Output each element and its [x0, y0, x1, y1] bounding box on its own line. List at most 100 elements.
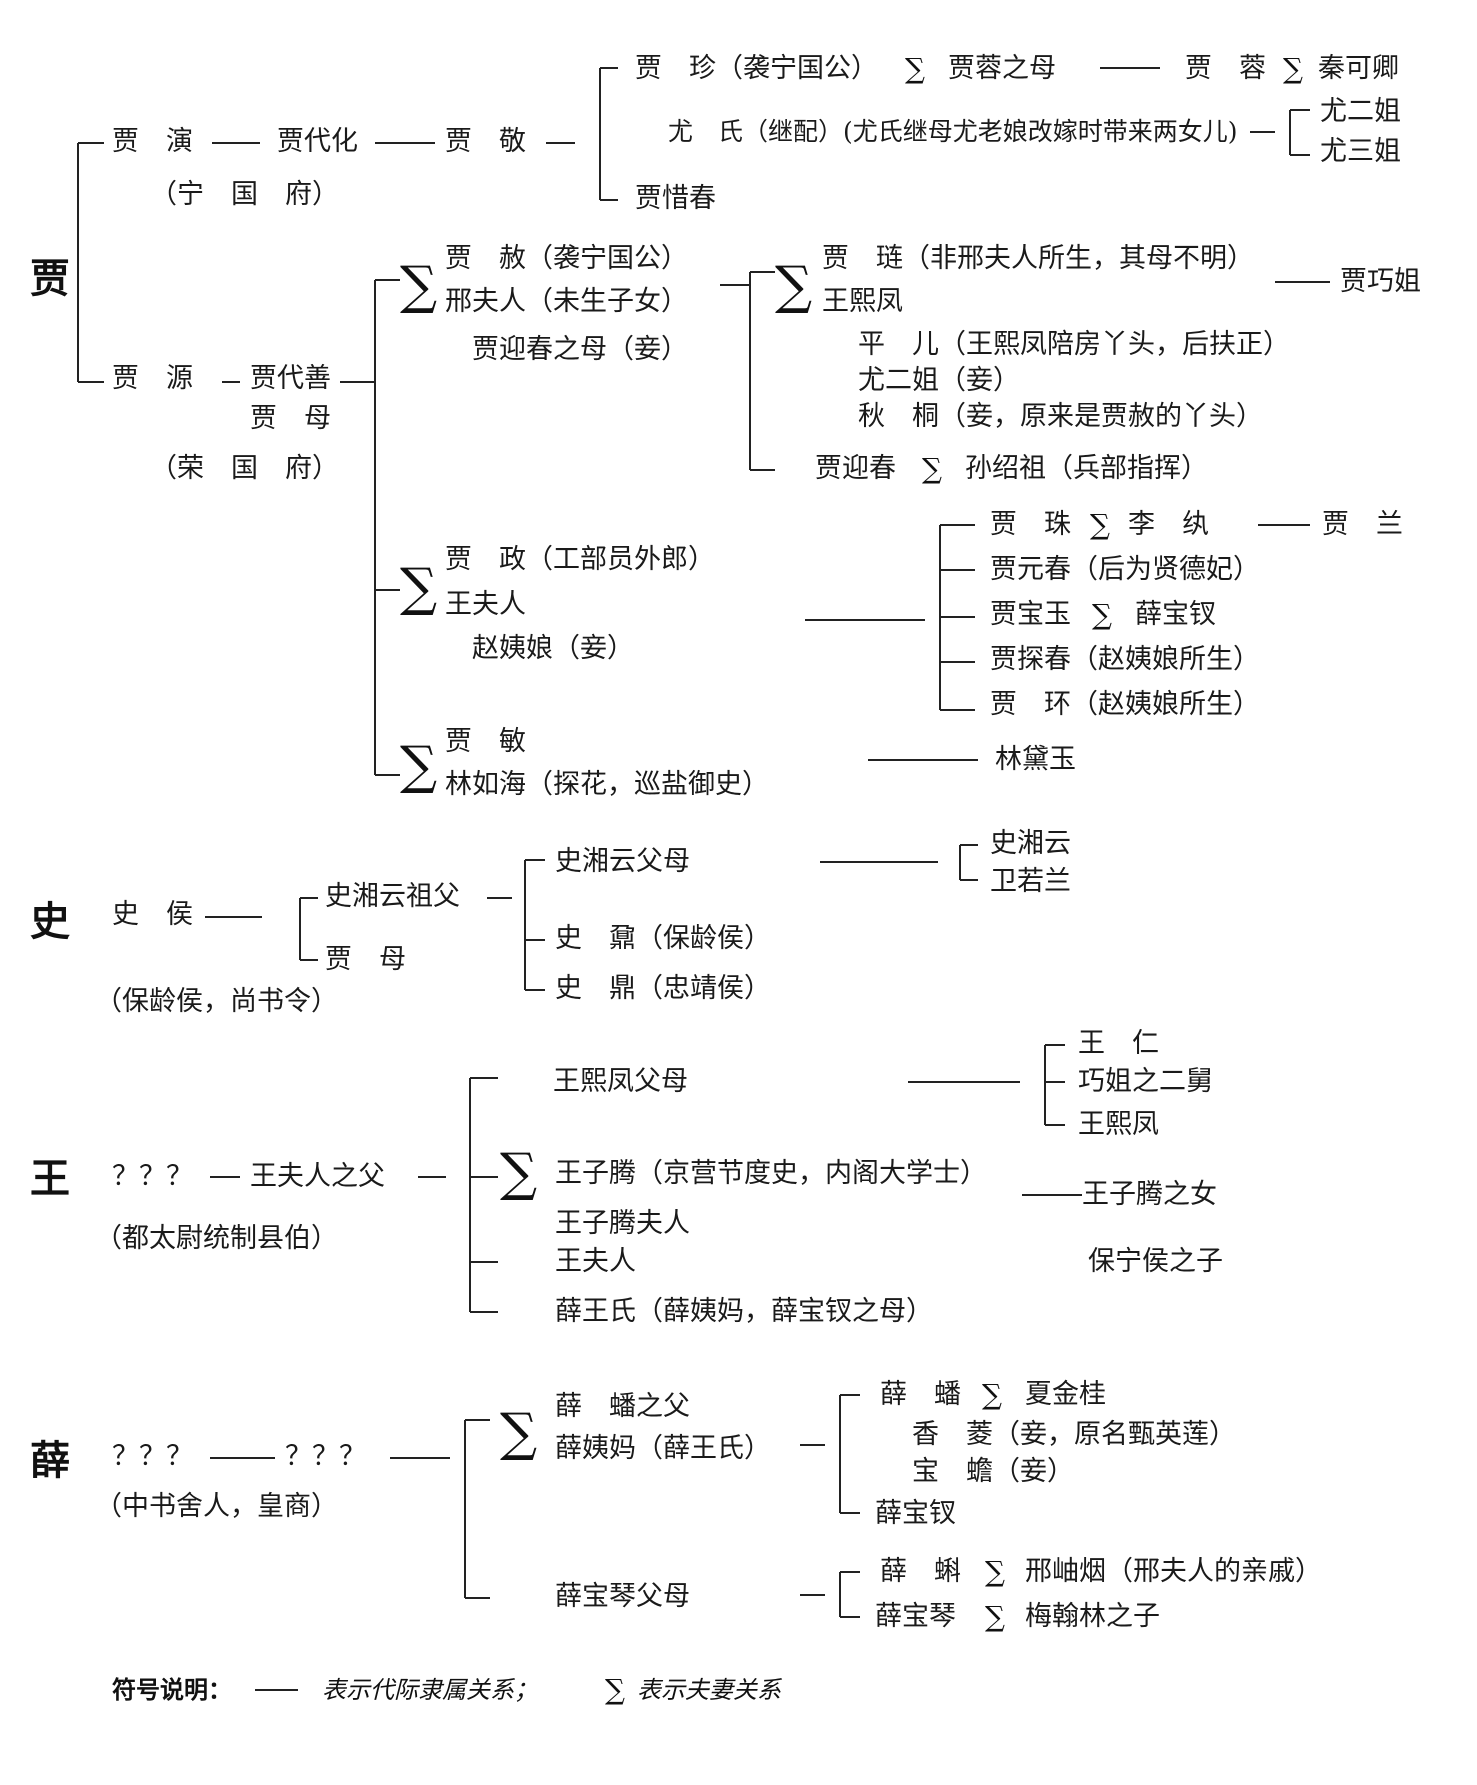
- person-xiangyun-parents: 史湘云父母: [555, 846, 690, 877]
- person-jia-yingchun: 贾迎春: [815, 453, 896, 484]
- person-qin-keqing: 秦可卿: [1318, 53, 1399, 84]
- person-sun-shaozu: 孙绍祖（兵部指挥）: [965, 453, 1208, 484]
- marriage-symbol: ∑: [985, 1555, 1005, 1588]
- person-xue-pan: 薛 蟠: [880, 1379, 961, 1410]
- person-wang-xifeng-w: 王熙凤: [1078, 1109, 1159, 1140]
- family-label-shi: 史: [30, 899, 70, 945]
- wang-title: （都太尉统制县伯）: [95, 1223, 338, 1254]
- person-mei-son: 梅翰林之子: [1025, 1601, 1160, 1632]
- person-jia-baoyu: 贾宝玉: [990, 599, 1071, 630]
- person-xue-baochai-x: 薛宝钗: [875, 1498, 956, 1529]
- person-you-sanjie: 尤三姐: [1320, 136, 1401, 167]
- person-wei-ruolan: 卫若兰: [990, 866, 1071, 897]
- person-qiaojie-uncle: 巧姐之二舅: [1078, 1066, 1213, 1097]
- xue-unknown-ancestor-1: ？？？: [112, 1441, 193, 1472]
- marriage-symbol: ∑: [500, 1403, 538, 1463]
- family-label-xue: 薛: [30, 1438, 70, 1484]
- person-jia-huan: 贾 环（赵姨娘所生）: [990, 689, 1260, 720]
- marriage-symbol: ∑: [922, 452, 942, 485]
- person-jia-tanchun: 贾探春（赵姨娘所生）: [990, 644, 1260, 675]
- marriage-symbol: ∑: [905, 52, 925, 85]
- person-zhao-yiniang: 赵姨娘（妾）: [472, 633, 634, 664]
- legend-sigma-symbol: ∑: [605, 1673, 625, 1706]
- person-you-erjie-qie: 尤二姐（妾）: [858, 365, 1020, 396]
- person-shi-nai: 史 鼐（保龄侯）: [555, 923, 771, 954]
- person-jia-mu: 贾 母: [250, 403, 331, 434]
- person-xue-baochai: 薛宝钗: [1135, 599, 1216, 630]
- person-jia-xichun: 贾惜春: [635, 183, 716, 214]
- person-wang-ziteng: 王子腾（京营节度史，内阁大学士）: [555, 1158, 987, 1189]
- person-you-shi: 尤 氏（继配）(尤氏继母尤老娘改嫁时带来两女儿): [668, 117, 1238, 146]
- person-baoning-son: 保宁侯之子: [1088, 1246, 1223, 1277]
- rongguo-label: （荣 国 府）: [150, 453, 339, 484]
- person-jia-yuan: 贾 源: [112, 363, 193, 394]
- person-jia-zheng: 贾 政（工部员外郎）: [445, 544, 715, 575]
- person-xiang-ling: 香 菱（妾，原名甄英莲）: [912, 1419, 1236, 1450]
- person-jia-zhu: 贾 珠: [990, 509, 1071, 540]
- marriage-symbol: ∑: [400, 558, 438, 618]
- person-wang-ziteng-daughter: 王子腾之女: [1082, 1179, 1217, 1210]
- legend-line-desc: 表示代际隶属关系；: [322, 1676, 538, 1704]
- person-jia-qiaojie: 贾巧姐: [1340, 266, 1421, 297]
- person-qiu-tong: 秋 桐（妾，原来是贾赦的丫头）: [858, 401, 1263, 432]
- person-jia-rong: 贾 蓉: [1185, 53, 1266, 84]
- person-shi-jia-mu: 贾 母: [325, 944, 406, 975]
- person-lin-daiyu: 林黛玉: [995, 744, 1076, 775]
- person-jia-lian: 贾 琏（非邢夫人所生，其母不明）: [822, 243, 1254, 274]
- person-jia-zhen: 贾 珍（袭宁国公）: [635, 53, 878, 84]
- person-jia-yuanchun: 贾元春（后为贤德妃）: [990, 554, 1260, 585]
- marriage-symbol: ∑: [500, 1143, 538, 1203]
- person-jia-she: 贾 赦（袭宁国公）: [445, 243, 688, 274]
- person-lin-ruhai: 林如海（探花，巡盐御史）: [445, 769, 769, 800]
- person-ping-er: 平 儿（王熙凤陪房丫头，后扶正）: [858, 329, 1290, 360]
- person-xing-furen: 邢夫人（未生子女）: [445, 286, 688, 317]
- person-jia-min: 贾 敏: [445, 726, 526, 757]
- person-shi-ding: 史 鼎（忠靖侯）: [555, 973, 771, 1004]
- marriage-symbol: ∑: [775, 256, 813, 316]
- person-you-erjie: 尤二姐: [1320, 96, 1401, 127]
- person-xing-xiuyan: 邢岫烟（邢夫人的亲戚）: [1025, 1556, 1322, 1587]
- person-xue-yima: 薛姨妈（薛王氏）: [555, 1433, 771, 1464]
- person-xue-wangshi: 薛王氏（薛姨妈，薛宝钗之母）: [555, 1296, 933, 1327]
- person-shi-hou: 史 侯: [112, 899, 193, 930]
- marriage-symbol: ∑: [982, 1378, 1002, 1411]
- person-xue-baoqin: 薛宝琴: [875, 1601, 956, 1632]
- person-wang-furen-father: 王夫人之父: [250, 1161, 385, 1192]
- person-jia-rong-mother: 贾蓉之母: [948, 53, 1056, 84]
- marriage-symbol: ∑: [400, 256, 438, 316]
- family-label-wang: 王: [30, 1156, 70, 1202]
- person-jia-daishan: 贾代善: [250, 363, 331, 394]
- person-xiangyun-grandfather: 史湘云祖父: [325, 881, 460, 912]
- wang-unknown-ancestor: ？？？: [112, 1161, 193, 1192]
- legend-sigma-desc: 表示夫妻关系: [637, 1676, 781, 1704]
- person-wang-furen: 王夫人: [445, 589, 526, 620]
- person-xue-pan-father: 薛 蟠之父: [555, 1391, 690, 1422]
- person-wang-xifeng: 王熙凤: [822, 286, 903, 317]
- person-shi-xiangyun: 史湘云: [990, 828, 1071, 859]
- person-bao-chan: 宝 蟾（妾）: [912, 1456, 1074, 1487]
- family-label-jia: 贾: [30, 256, 70, 302]
- legend-label: 符号说明：: [112, 1676, 232, 1704]
- person-jia-daihua: 贾代化: [277, 126, 358, 157]
- marriage-symbol: ∑: [1090, 508, 1110, 541]
- person-wang-ziteng-furen: 王子腾夫人: [555, 1208, 690, 1239]
- ningguo-label: （宁 国 府）: [150, 179, 339, 210]
- shi-hou-title: （保龄侯，尚书令）: [95, 986, 338, 1017]
- person-wang-furen-w: 王夫人: [555, 1246, 636, 1277]
- person-jia-yan: 贾 演: [112, 126, 193, 157]
- person-li-wan: 李 纨: [1128, 509, 1209, 540]
- person-baoqin-parents: 薛宝琴父母: [555, 1581, 690, 1612]
- xue-unknown-ancestor-2: ？？？: [285, 1441, 366, 1472]
- person-xue-ke: 薛 蝌: [880, 1556, 961, 1587]
- person-wang-ren: 王 仁: [1078, 1028, 1159, 1059]
- xue-title: （中书舍人，皇商）: [95, 1491, 338, 1522]
- person-jia-lan: 贾 兰: [1322, 509, 1403, 540]
- person-xia-jingui: 夏金桂: [1025, 1379, 1106, 1410]
- person-yingchun-mother: 贾迎春之母（妾）: [472, 334, 688, 365]
- person-jia-jing: 贾 敬: [445, 126, 526, 157]
- marriage-symbol: ∑: [1092, 598, 1112, 631]
- marriage-symbol: ∑: [985, 1600, 1005, 1633]
- marriage-symbol: ∑: [400, 736, 438, 796]
- person-xifeng-parents: 王熙凤父母: [553, 1066, 688, 1097]
